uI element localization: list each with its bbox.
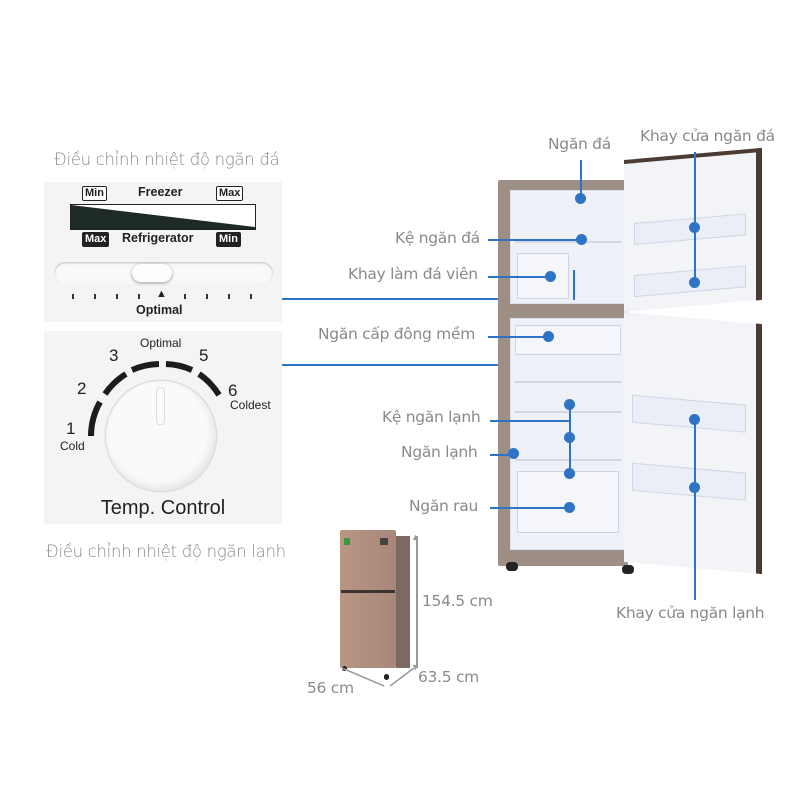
freezer-slider-knob[interactable]	[132, 264, 172, 282]
callout-line	[490, 507, 568, 509]
fridge-foot	[622, 565, 634, 574]
mini-fridge-product	[340, 530, 396, 668]
temp-control-knob[interactable]	[106, 381, 216, 491]
callout-dot	[689, 277, 700, 288]
mini-fridge-foot	[384, 674, 389, 680]
optimal-indicator-icon: ▲	[156, 288, 167, 300]
callout-ngan-rau: Ngăn rau	[409, 497, 478, 515]
temp-control-panel: 1 Cold 2 3 Optimal 5 6 Coldest Temp. Con…	[44, 331, 282, 524]
freezer-shelf	[515, 241, 621, 243]
fridge-shelf	[515, 381, 621, 383]
height-dimension: 154.5 cm	[422, 592, 493, 610]
dial-cold-label: Cold	[60, 439, 85, 453]
callout-line	[488, 336, 548, 338]
width-dimension: 56 cm	[307, 679, 354, 697]
callout-ngan-lanh: Ngăn lạnh	[401, 443, 478, 461]
dial-number-5: 5	[199, 346, 209, 365]
fridge-shelf	[515, 411, 621, 413]
slider-tick	[184, 294, 186, 299]
fridge-door-bin	[632, 462, 746, 501]
callout-khay-cua-ngan-lanh: Khay cửa ngăn lạnh	[616, 604, 765, 622]
callout-line	[490, 454, 514, 456]
dial-optimal-label: Optimal	[140, 336, 182, 350]
callout-dot	[564, 468, 575, 479]
freezer-control-caption: Điều chỉnh nhiệt độ ngăn đá	[54, 150, 280, 169]
energy-label-icon	[344, 538, 350, 545]
callout-ngan-da: Ngăn đá	[548, 135, 611, 153]
callout-dot	[575, 193, 586, 204]
fridge-door-bin	[632, 394, 746, 433]
slider-tick	[72, 294, 74, 299]
brand-badge-icon	[380, 538, 388, 545]
temp-control-caption: Điều chỉnh nhiệt độ ngăn lạnh	[46, 542, 286, 561]
depth-dimension: 63.5 cm	[418, 668, 479, 686]
fridge-foot	[506, 562, 518, 571]
dial-number-6: 6	[228, 381, 238, 400]
dial-coldest-label: Coldest	[230, 398, 271, 412]
dial-number-1: 1	[66, 419, 76, 438]
callout-dot	[564, 432, 575, 443]
callout-line	[488, 276, 550, 278]
callout-dot	[689, 222, 700, 233]
slider-tick	[250, 294, 252, 299]
mini-fridge-side	[396, 536, 410, 668]
callout-line	[694, 152, 696, 280]
callout-dot	[508, 448, 519, 459]
freezer-max-tag: Max	[216, 186, 244, 201]
dial-scale-arc	[88, 361, 222, 437]
freezer-control-panel: Min Freezer Max Max Refrigerator Min ▲ O…	[44, 182, 282, 322]
callout-line	[573, 270, 575, 300]
callout-line	[580, 160, 582, 194]
callout-ke-ngan-lanh: Kệ ngăn lạnh	[382, 408, 481, 426]
dial-number-2: 2	[77, 379, 87, 398]
freezer-optimal-label: Optimal	[136, 303, 183, 317]
slider-tick	[206, 294, 208, 299]
freezer-min-tag: Min	[82, 186, 107, 201]
callout-khay-lam-da-vien: Khay làm đá viên	[348, 265, 478, 283]
callout-dot	[689, 414, 700, 425]
slider-tick	[138, 294, 140, 299]
callout-line	[488, 239, 580, 241]
refrigerator-title: Refrigerator	[122, 231, 194, 245]
callout-line	[490, 420, 570, 422]
knob-pointer	[156, 387, 165, 425]
width-depth-dimension-lines	[341, 667, 415, 687]
height-dimension-line	[416, 536, 418, 668]
arrow-up-icon: ▲	[411, 532, 420, 542]
callout-line-temp-control	[282, 364, 514, 366]
callout-dot	[564, 502, 575, 513]
slider-tick	[228, 294, 230, 299]
callout-dot	[576, 234, 587, 245]
callout-dot	[564, 399, 575, 410]
callout-dot	[689, 482, 700, 493]
callout-dot	[543, 331, 554, 342]
callout-ngan-cap-dong-mem: Ngăn cấp đông mềm	[318, 325, 476, 343]
soft-freeze-drawer	[515, 325, 621, 355]
temp-control-title: Temp. Control	[100, 497, 226, 519]
fridge-shelf	[515, 459, 621, 461]
freezer-compartment	[510, 190, 626, 304]
arrow-down-icon: ▼	[411, 662, 420, 672]
callout-ke-ngan-da: Kệ ngăn đá	[395, 229, 480, 247]
mini-fridge-handle	[341, 590, 395, 593]
temperature-wedge-graphic	[70, 204, 256, 230]
callout-line-freezer-control	[282, 298, 582, 300]
callout-khay-cua-ngan-da: Khay cửa ngăn đá	[640, 127, 775, 145]
callout-dot	[545, 271, 556, 282]
refrigerator-min-tag: Min	[216, 232, 241, 247]
fridge-door	[624, 312, 762, 575]
slider-tick	[116, 294, 118, 299]
refrigerator-max-tag: Max	[82, 232, 110, 247]
slider-tick	[94, 294, 96, 299]
dial-number-3: 3	[109, 346, 119, 365]
callout-line	[694, 420, 696, 600]
freezer-title: Freezer	[138, 185, 183, 199]
